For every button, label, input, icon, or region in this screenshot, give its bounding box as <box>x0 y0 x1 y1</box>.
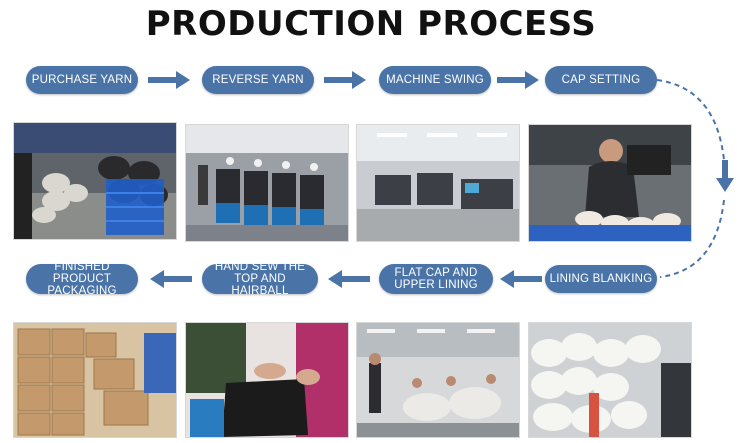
step-label: PURCHASE YARN <box>31 74 133 86</box>
step-reverse-yarn: REVERSE YARN <box>202 66 314 94</box>
right-arrow-icon <box>324 71 366 89</box>
photo-lining-blanking <box>528 322 692 438</box>
step-label: FLAT CAP AND UPPER LINING <box>394 267 478 291</box>
right-arrow-icon <box>148 71 190 89</box>
photo-reverse-yarn <box>185 124 349 242</box>
photo-finished-product-packaging <box>13 322 177 438</box>
left-arrow-icon <box>500 270 542 288</box>
photo-flat-cap-upper-lining <box>356 322 520 438</box>
step-label: HAND SEW THE TOP AND HAIRBALL <box>214 261 306 297</box>
step-hand-sew: HAND SEW THE TOP AND HAIRBALL <box>202 261 318 297</box>
left-arrow-icon <box>150 270 192 288</box>
step-label: MACHINE SWING <box>386 74 484 86</box>
step-purchase-yarn: PURCHASE YARN <box>26 66 138 94</box>
step-flat-cap-upper-lining: FLAT CAP AND UPPER LINING <box>379 264 493 294</box>
step-label: FINISHED PRODUCT PACKAGING <box>47 261 117 297</box>
step-machine-swing: MACHINE SWING <box>379 66 491 94</box>
photo-machine-swing <box>356 124 520 242</box>
left-arrow-icon <box>328 270 370 288</box>
step-cap-setting: CAP SETTING <box>545 66 657 94</box>
step-label: LINING BLANKING <box>549 273 653 285</box>
step-finished-product-packaging: FINISHED PRODUCT PACKAGING <box>26 261 138 297</box>
down-arrow-icon <box>716 160 734 192</box>
right-arrow-icon <box>497 71 539 89</box>
step-label: REVERSE YARN <box>212 74 304 86</box>
photo-purchase-yarn <box>13 122 177 240</box>
photo-hand-sew <box>185 322 349 438</box>
step-lining-blanking: LINING BLANKING <box>545 265 657 293</box>
step-label: CAP SETTING <box>561 74 641 86</box>
page-title: PRODUCTION PROCESS <box>145 4 597 44</box>
photo-cap-setting <box>528 124 692 242</box>
